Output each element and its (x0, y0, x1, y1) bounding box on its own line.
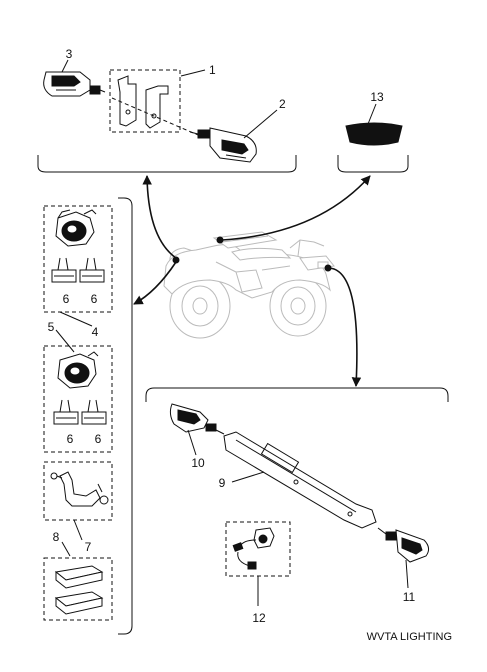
bulb-pair-lower (53, 399, 107, 425)
leader-11 (405, 559, 409, 589)
callout-8: 8 (53, 530, 60, 544)
rear-signal-group: 10 9 11 12 (145, 387, 449, 625)
callout-4: 4 (92, 325, 99, 339)
arrow-to-front-signals (142, 175, 177, 259)
headlight-unit-lower (57, 351, 99, 389)
connector-dot-top (216, 236, 224, 244)
group-bracket-top-left (37, 155, 297, 173)
diagram-caption: WVTA LIGHTING (367, 631, 452, 643)
callout-3: 3 (66, 47, 73, 61)
callout-7: 7 (85, 540, 92, 554)
group-bracket-left-column (118, 197, 133, 635)
callout-6-c: 6 (67, 432, 74, 446)
turn-signal-left-rear (169, 403, 225, 435)
callout-1: 1 (209, 63, 216, 77)
leader-3 (61, 59, 69, 73)
leader-10 (187, 429, 197, 456)
callout-13: 13 (370, 90, 384, 104)
callout-10: 10 (191, 456, 205, 470)
callout-12: 12 (252, 611, 266, 625)
rear-signal-bar (223, 431, 377, 529)
left-parts-column: 6 6 4 5 6 6 (43, 197, 133, 635)
mounting-bracket-pair (117, 75, 169, 129)
leader-13 (367, 103, 377, 125)
leader-4 (59, 311, 93, 327)
front-turn-signal-group: 3 1 2 (37, 47, 297, 173)
headlight-bracket (50, 471, 109, 507)
headlight-unit-upper (55, 209, 97, 247)
headlight-box-lower (43, 345, 113, 453)
callout-11: 11 (403, 590, 416, 604)
cover-box (43, 557, 113, 621)
connector-dot-front (172, 256, 180, 264)
bracket-dashed-box (109, 69, 181, 133)
group-bracket-top-right (337, 155, 409, 173)
arrow-to-headlights (133, 261, 177, 305)
callout-6-a: 6 (63, 292, 70, 306)
tail-lens (345, 122, 403, 146)
turn-signal-right-front (189, 127, 257, 163)
bulb-pair-upper (51, 257, 105, 283)
leader-7 (73, 519, 83, 541)
arrow-to-rear-signals (327, 267, 362, 387)
mounting-axis-line (111, 97, 206, 139)
headlight-cover-pair (54, 565, 104, 615)
connector-arrows (133, 175, 371, 387)
connector-dot-rear (324, 264, 332, 272)
leader-2 (243, 109, 278, 139)
leader-1 (180, 69, 206, 77)
atv-vehicle (163, 231, 335, 339)
turn-signal-left-front (43, 71, 106, 97)
callout-5: 5 (48, 320, 55, 334)
callout-6-d: 6 (95, 432, 102, 446)
leader-5 (55, 329, 75, 353)
leader-8 (61, 541, 71, 557)
turn-signal-right-rear (377, 527, 430, 563)
group-bracket-bottom-right (145, 387, 449, 402)
callout-6-b: 6 (91, 292, 98, 306)
arrow-to-tail-lens (221, 175, 371, 241)
callout-2: 2 (279, 97, 286, 111)
callout-9: 9 (219, 476, 226, 490)
rear-lens-group: 13 (337, 90, 409, 173)
leader-9 (231, 471, 265, 483)
license-plate-lamp (232, 527, 275, 570)
headlight-box-upper (43, 205, 113, 313)
